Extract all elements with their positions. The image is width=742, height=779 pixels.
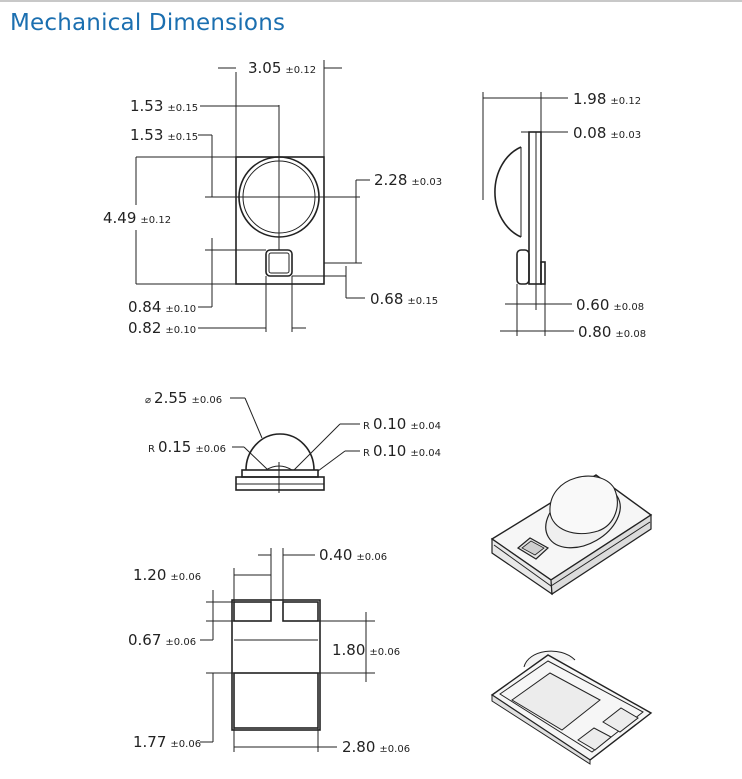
dim-pad-height: 0.68±0.15 [370,290,438,308]
svg-text:⌀2.55±0.06: ⌀2.55±0.06 [145,389,222,407]
dim-dome-offset-b: 1.53±0.15 [130,126,198,144]
svg-text:0.67±0.06: 0.67±0.06 [128,631,196,649]
svg-text:R0.10±0.04: R0.10±0.04 [363,442,441,460]
dim-pad-offset: 0.84±0.10 [128,298,196,316]
svg-text:0.60±0.08: 0.60±0.08 [576,296,644,314]
bottom-view [200,548,375,752]
dim-dome-offset-a: 1.53±0.15 [130,97,198,115]
svg-text:0.08±0.03: 0.08±0.03 [573,124,641,142]
dim-total-height: 1.98±0.12 [573,90,641,108]
svg-text:0.80±0.08: 0.80±0.08 [578,323,646,341]
front-view [230,397,360,493]
dim-base: 0.60±0.08 [576,296,644,314]
dim-thermal-height: 1.77±0.06 [133,733,201,751]
svg-text:2.28±0.03: 2.28±0.03 [374,171,442,189]
svg-text:1.53±0.15: 1.53±0.15 [130,97,198,115]
isometric-top-view [490,474,653,596]
svg-text:1.98±0.12: 1.98±0.12 [573,90,641,108]
bottom-pad-right [282,601,319,622]
dim-thermal-offset: 1.80±0.06 [332,641,400,659]
svg-text:0.68±0.15: 0.68±0.15 [370,290,438,308]
side-pad [540,261,546,285]
svg-text:R0.15±0.06: R0.15±0.06 [148,438,226,456]
dim-lead-thickness: 0.08±0.03 [573,124,641,142]
top-rule [0,0,742,2]
dim-diameter: ⌀2.55±0.06 [145,389,222,407]
side-substrate [528,131,542,285]
side-lead [516,249,530,285]
dim-width: 3.05±0.12 [248,59,316,77]
svg-text:0.84±0.10: 0.84±0.10 [128,298,196,316]
svg-text:0.40±0.06: 0.40±0.06 [319,546,387,564]
bottom-pad-left [233,601,272,622]
dim-gap: 0.40±0.06 [319,546,387,564]
bottom-outline [231,599,321,731]
svg-text:1.77±0.06: 1.77±0.06 [133,733,201,751]
page-title: Mechanical Dimensions [10,10,286,36]
svg-text:2.80±0.06: 2.80±0.06 [342,738,410,756]
isometric-bottom-view [490,650,653,765]
dim-bottom-width: 2.80±0.06 [342,738,410,756]
svg-text:0.82±0.10: 0.82±0.10 [128,319,196,337]
dim-pad-width: 0.82±0.10 [128,319,196,337]
dim-bottom-pad-width: 1.20±0.06 [133,566,201,584]
svg-text:1.20±0.06: 1.20±0.06 [133,566,201,584]
front-dome [245,433,315,471]
top-view [135,60,370,332]
svg-text:1.53±0.15: 1.53±0.15 [130,126,198,144]
svg-text:R0.10±0.04: R0.10±0.04 [363,415,441,433]
svg-text:4.49±0.12: 4.49±0.12 [103,209,171,227]
side-dome [494,146,522,238]
dim-height: 4.49±0.12 [103,209,171,227]
dim-dome-center: 2.28±0.03 [374,171,442,189]
cathode-pad [265,249,293,277]
front-base [241,469,319,478]
dim-board: 0.80±0.08 [578,323,646,341]
side-view [482,92,574,336]
dim-bottom-pad-height: 0.67±0.06 [128,631,196,649]
thermal-pad [233,672,319,729]
svg-text:1.80±0.06: 1.80±0.06 [332,641,400,659]
svg-text:3.05±0.12: 3.05±0.12 [248,59,316,77]
